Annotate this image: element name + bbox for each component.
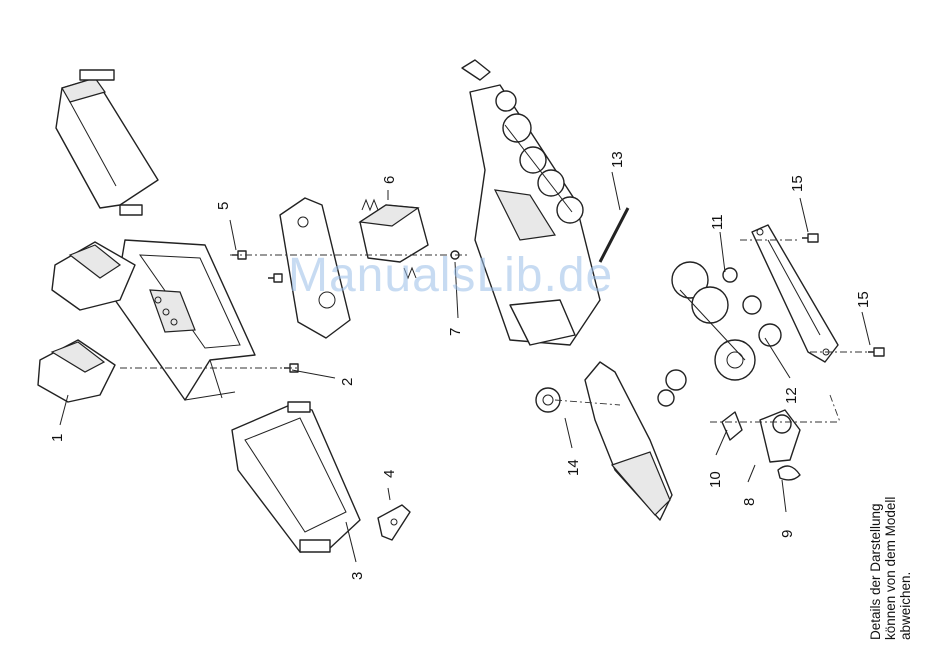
part-14-gear-frame [536,362,672,520]
note-line-3: abweichen. [898,420,913,640]
callout-15-upper: 15 [789,175,806,192]
callout-4: 4 [381,470,398,478]
part-1-cab-pieces [38,242,135,402]
watermark: ManualsLib.de [288,248,613,303]
drive-wheel-set [658,262,781,406]
callout-3: 3 [349,572,366,580]
callout-10: 10 [707,471,724,488]
disclaimer-note: Details der Darstellung können von dem M… [868,420,913,640]
locomotive-frame [115,240,255,400]
callout-9: 9 [779,530,796,538]
note-line-2: können von dem Modell [883,420,898,640]
part-4-coupler [378,505,410,540]
note-line-1: Details der Darstellung [868,420,883,640]
callout-5: 5 [215,202,232,210]
callout-15-lower: 15 [855,291,872,308]
callout-7: 7 [447,328,464,336]
callout-1: 1 [49,434,66,442]
callout-11: 11 [709,214,726,230]
callout-13: 13 [609,151,626,168]
callout-12: 12 [783,387,800,404]
callout-14: 14 [565,459,582,476]
tender-shell-upper [56,70,158,215]
callout-8: 8 [741,498,758,506]
callout-2: 2 [339,378,356,386]
pony-truck [722,410,800,480]
callout-6: 6 [381,176,398,184]
tender-shell-lower [232,402,360,552]
